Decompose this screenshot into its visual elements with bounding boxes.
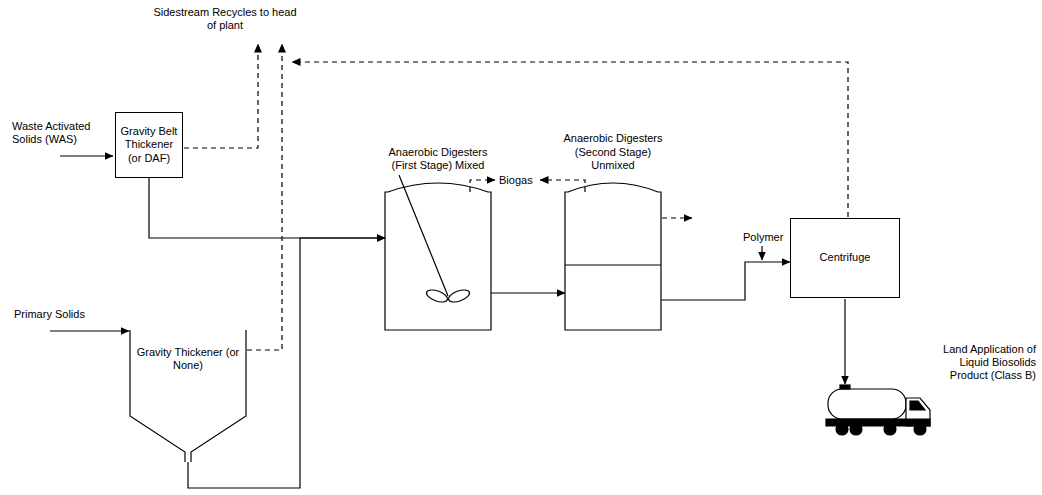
tank-outline — [565, 178, 661, 330]
tank-outline — [385, 178, 491, 330]
thickener-tank: Gravity Thickener (or None) — [130, 330, 246, 462]
polymer-arrow — [761, 246, 762, 260]
feed-arrow — [60, 155, 113, 156]
tank-heading: Anaerobic Digesters (First Stage) Mixed — [386, 146, 490, 172]
input-label: Waste Activated Solids (WAS) — [12, 120, 112, 146]
biogas-line — [540, 180, 585, 192]
product-arrow — [844, 299, 845, 384]
gas-label: Biogas — [499, 174, 533, 187]
tank-label: Gravity Thickener (or None) — [136, 346, 240, 372]
chemical-label: Polymer — [743, 231, 783, 244]
recycle-line — [292, 62, 848, 217]
mixer-shaft — [399, 175, 448, 296]
flow-connector — [661, 262, 790, 300]
tank-outline — [385, 183, 491, 330]
input-label: Primary Solids — [14, 308, 124, 321]
digester-tank: Anaerobic Digesters (Second Stage) Unmix… — [565, 178, 661, 330]
mixer-blade — [425, 288, 449, 305]
tanker-truck — [826, 385, 930, 435]
biogas-line — [662, 217, 692, 218]
flow-connector — [149, 178, 385, 238]
flow-connector — [188, 238, 385, 488]
recycle-line — [247, 44, 282, 350]
flow-connector — [491, 292, 565, 293]
output-label: Land Application of Liquid Biosolids Pro… — [932, 343, 1036, 383]
tank-heading: Anaerobic Digesters (Second Stage) Unmix… — [561, 132, 665, 172]
process-box: Gravity Belt Thickener (or DAF) — [115, 112, 183, 178]
recycle-line — [184, 44, 258, 148]
mixer-blade — [447, 288, 471, 305]
box-label: Gravity Belt Thickener (or DAF) — [120, 125, 178, 165]
box-label: Centrifuge — [820, 251, 871, 264]
process-box: Centrifuge — [790, 218, 900, 298]
feed-arrow — [50, 330, 129, 331]
liquid-level — [565, 264, 661, 265]
thickener-outline — [130, 330, 246, 462]
digester-tank: Anaerobic Digesters (First Stage) Mixed — [385, 178, 491, 330]
tank-outline — [565, 183, 661, 330]
note-label: Sidestream Recycles to head of plant — [150, 6, 300, 32]
